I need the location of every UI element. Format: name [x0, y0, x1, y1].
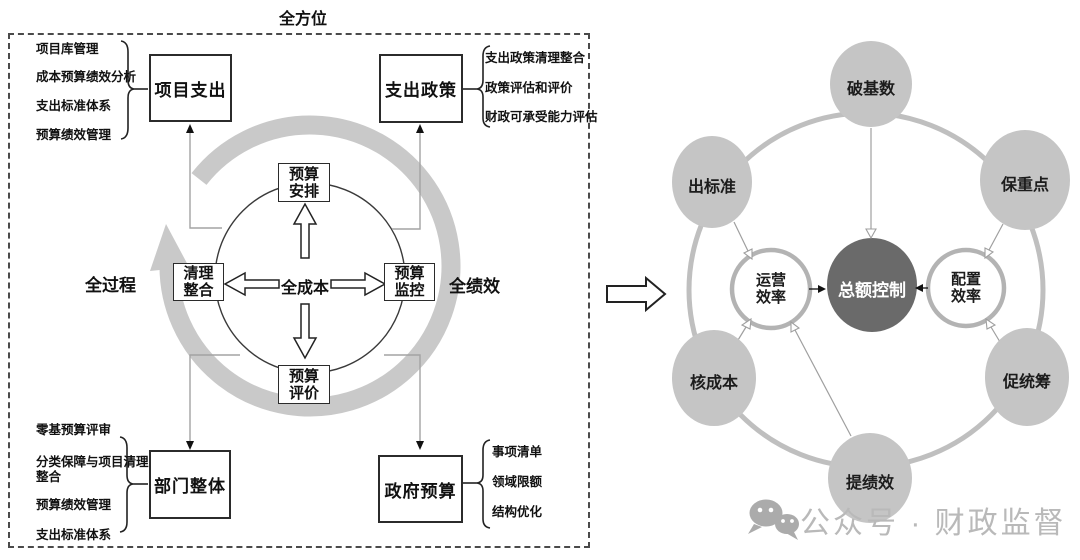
link-topright-to-right [988, 223, 1004, 251]
open-head-top [865, 228, 877, 240]
inner-label-operational-efficiency: 运营效率 [721, 272, 821, 306]
inner-label-allocation-efficiency: 配置效率 [916, 271, 1016, 305]
block-arrow-down [292, 303, 318, 360]
list-item: 财政可承受能力评估 [485, 110, 598, 124]
list-item: 结构优化 [492, 505, 543, 519]
wechat-eye [757, 507, 763, 513]
block-arrow-right [330, 271, 387, 297]
center-circle [827, 238, 917, 332]
box-expenditure-policy: 支出政策 [379, 54, 463, 123]
wechat-bubble-large [749, 499, 783, 527]
link-bottom-to-left [794, 329, 852, 437]
watermark-label: 公众号 · 财政监督 [800, 507, 1067, 540]
list-item: 领域限额 [492, 475, 543, 489]
arrow-right-to-center-head [915, 284, 923, 292]
axis-label-whole-process: 全过程 [85, 276, 136, 295]
list-item: 支出政策清理整合 [485, 51, 586, 65]
node-circle-top-right [980, 130, 1070, 230]
cycle-swirl-arrow [150, 115, 461, 417]
inner-label-text: 配置效率 [950, 271, 981, 305]
filled-arrows-to-center [809, 284, 928, 293]
list-item: 成本预算绩效分析 [36, 70, 137, 84]
list-item: 分类保障与项目清理整合 [36, 455, 149, 484]
transition-block-arrow [606, 275, 667, 313]
node-label-check-costs: 核成本 [689, 375, 738, 392]
list-item: 预算绩效管理 [36, 498, 112, 512]
wechat-bubble-large-tail [748, 524, 762, 534]
list-item: 支出标准体系 [36, 528, 112, 542]
cycle-box-label: 预算监控 [394, 265, 425, 299]
wechat-bubble-small [775, 514, 799, 534]
connector-arrowheads [186, 124, 424, 450]
block-arrow-up [292, 202, 318, 259]
axis-label-whole-performance: 全绩效 [449, 277, 500, 296]
arrowhead-up-left [186, 124, 194, 133]
list-item: 政策评估和评价 [485, 81, 573, 95]
open-head-bottomright [985, 317, 997, 330]
cycle-box-budget-monitoring: 预算监控 [384, 263, 435, 301]
node-label-set-standards: 出标准 [687, 179, 736, 196]
link-bottomright-to-right [990, 326, 1001, 343]
node-circle-top [830, 41, 912, 127]
link-topleft-to-left [733, 221, 749, 252]
inner-label-text: 运营效率 [755, 272, 786, 306]
cycle-box-budget-arrangement: 预算安排 [278, 163, 330, 202]
list-item: 预算绩效管理 [36, 128, 112, 142]
wechat-icon [748, 499, 799, 540]
connector-bottom-left [189, 354, 240, 441]
cycle-box-label: 预算评价 [288, 367, 319, 402]
left-panel-title: 全方位 [278, 11, 327, 28]
open-head-bottom [790, 320, 801, 333]
arrowhead-down-right [416, 441, 424, 450]
outer-node-circles [672, 41, 1070, 523]
node-links [733, 128, 1004, 437]
center-block-arrows [223, 202, 387, 360]
arrow-left-to-center-head [818, 285, 826, 293]
wechat-eye [768, 507, 774, 513]
center-label-total-control: 总额控制 [838, 281, 906, 300]
wechat-eye [781, 519, 785, 523]
swirl-arc [159, 115, 461, 417]
open-head-bottomleft [740, 317, 752, 330]
left-panel-border [8, 33, 590, 548]
connector-top-right [392, 132, 421, 230]
box-department-overall: 部门整体 [149, 450, 231, 519]
node-label-promote-coordination: 促统筹 [1002, 374, 1051, 391]
elbow-connectors [189, 132, 421, 441]
arrowhead-up-right [416, 124, 424, 133]
block-arrow-left [223, 271, 280, 297]
list-braces [119, 40, 491, 533]
list-item: 支出标准体系 [36, 99, 112, 113]
list-item: 项目库管理 [36, 42, 99, 56]
node-circle-top-left [672, 136, 752, 228]
arrowhead-down-left [186, 441, 194, 450]
connector-top-left [189, 132, 222, 229]
cycle-box-budget-evaluation: 预算评价 [278, 365, 330, 404]
cycle-box-cleanup-integration: 清理整合 [173, 263, 224, 301]
node-label-raise-performance: 提绩效 [845, 475, 894, 492]
open-arrowheads [740, 228, 997, 333]
cycle-box-label: 清理整合 [183, 265, 214, 299]
box-government-budget: 政府预算 [378, 455, 463, 523]
cycle-center-label: 全成本 [280, 280, 329, 297]
node-circle-bottom-right [985, 328, 1069, 426]
wechat-eye [790, 519, 794, 523]
open-head-topleft [742, 248, 753, 261]
node-label-break-base: 破基数 [846, 81, 895, 98]
list-item: 事项清单 [492, 445, 543, 459]
connector-bottom-right [384, 354, 421, 441]
cycle-box-label: 预算安排 [288, 165, 319, 200]
node-circle-bottom [828, 433, 912, 523]
box-project-expenditure: 项目支出 [149, 54, 232, 122]
wechat-bubble-small-tail [786, 532, 798, 540]
swirl-arrowhead [150, 224, 189, 271]
node-circle-bottom-left [672, 330, 756, 426]
open-head-topright [984, 247, 995, 260]
node-label-protect-priorities: 保重点 [1000, 177, 1049, 194]
list-item: 零基预算评审 [36, 423, 112, 437]
